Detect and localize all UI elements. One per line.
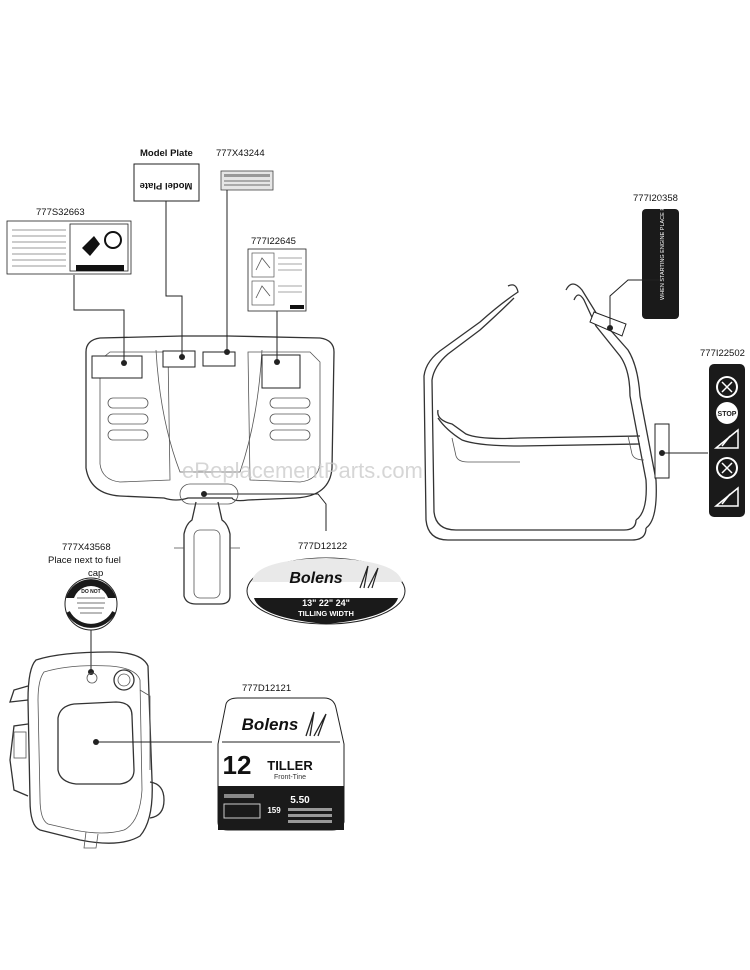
model-plate-decal-text: Model Plate [140,180,193,191]
decal-777D12122-brand: Bolens [289,570,342,587]
decal-777X43244 [220,170,274,191]
leader-lines-shield [73,190,327,531]
label-777X43568-note-2: cap [88,568,103,579]
label-777D12121: 777D12121 [242,683,291,694]
decal-777D12121-cc: 159 [267,806,281,815]
decal-777D12121: Bolens 12 TILLER Front-Tine 159 5.50 [217,697,345,831]
decal-777X43568-text: DO NOT [81,589,100,595]
decal-777D12122-caption: TILLING WIDTH [298,609,354,618]
label-777X43244: 777X43244 [216,148,265,159]
decal-777D12122: Bolens 13" 22" 24" TILLING WIDTH [246,557,406,625]
decal-777D12121-number: 12 [223,750,252,780]
model-plate-decal: Model Plate [133,163,200,202]
decal-777I22502: STOP [709,364,745,517]
decal-777D12121-value: 5.50 [290,795,310,806]
leader-777I20358 [609,279,660,328]
label-777I22645: 777I22645 [251,236,296,247]
decal-777S32663-warning [6,220,132,275]
decal-777D12121-brand: Bolens [242,715,299,734]
decal-777X43568: DO NOT [64,577,118,631]
decal-777I22502-stop: STOP [718,411,737,418]
decal-777I20358-text: WHEN STARTING ENGINE PLACE FREE HAND HER… [660,162,666,300]
decal-777I22645-safety [247,248,307,312]
decal-777D12121-sub: Front-Tine [274,774,306,781]
label-777X43568: 777X43568 [62,542,111,553]
decal-777D12122-sizes: 13" 22" 24" [302,598,350,608]
label-777I22502: 777I22502 [700,348,745,359]
tine-shield-assembly [85,335,335,605]
label-model-plate: Model Plate [140,148,193,159]
watermark: eReplacementParts.com [182,458,423,483]
label-777X43568-note-1: Place next to fuel [48,555,121,566]
decal-777D12121-product: TILLER [267,758,313,773]
decal-777I20358: WHEN STARTING ENGINE PLACE FREE HAND HER… [642,162,679,319]
label-777I20358: 777I20358 [633,193,678,204]
label-777S32663: 777S32663 [36,207,85,218]
engine-assembly [9,651,165,849]
label-777D12122: 777D12122 [298,541,347,552]
handle-assembly [423,283,670,541]
